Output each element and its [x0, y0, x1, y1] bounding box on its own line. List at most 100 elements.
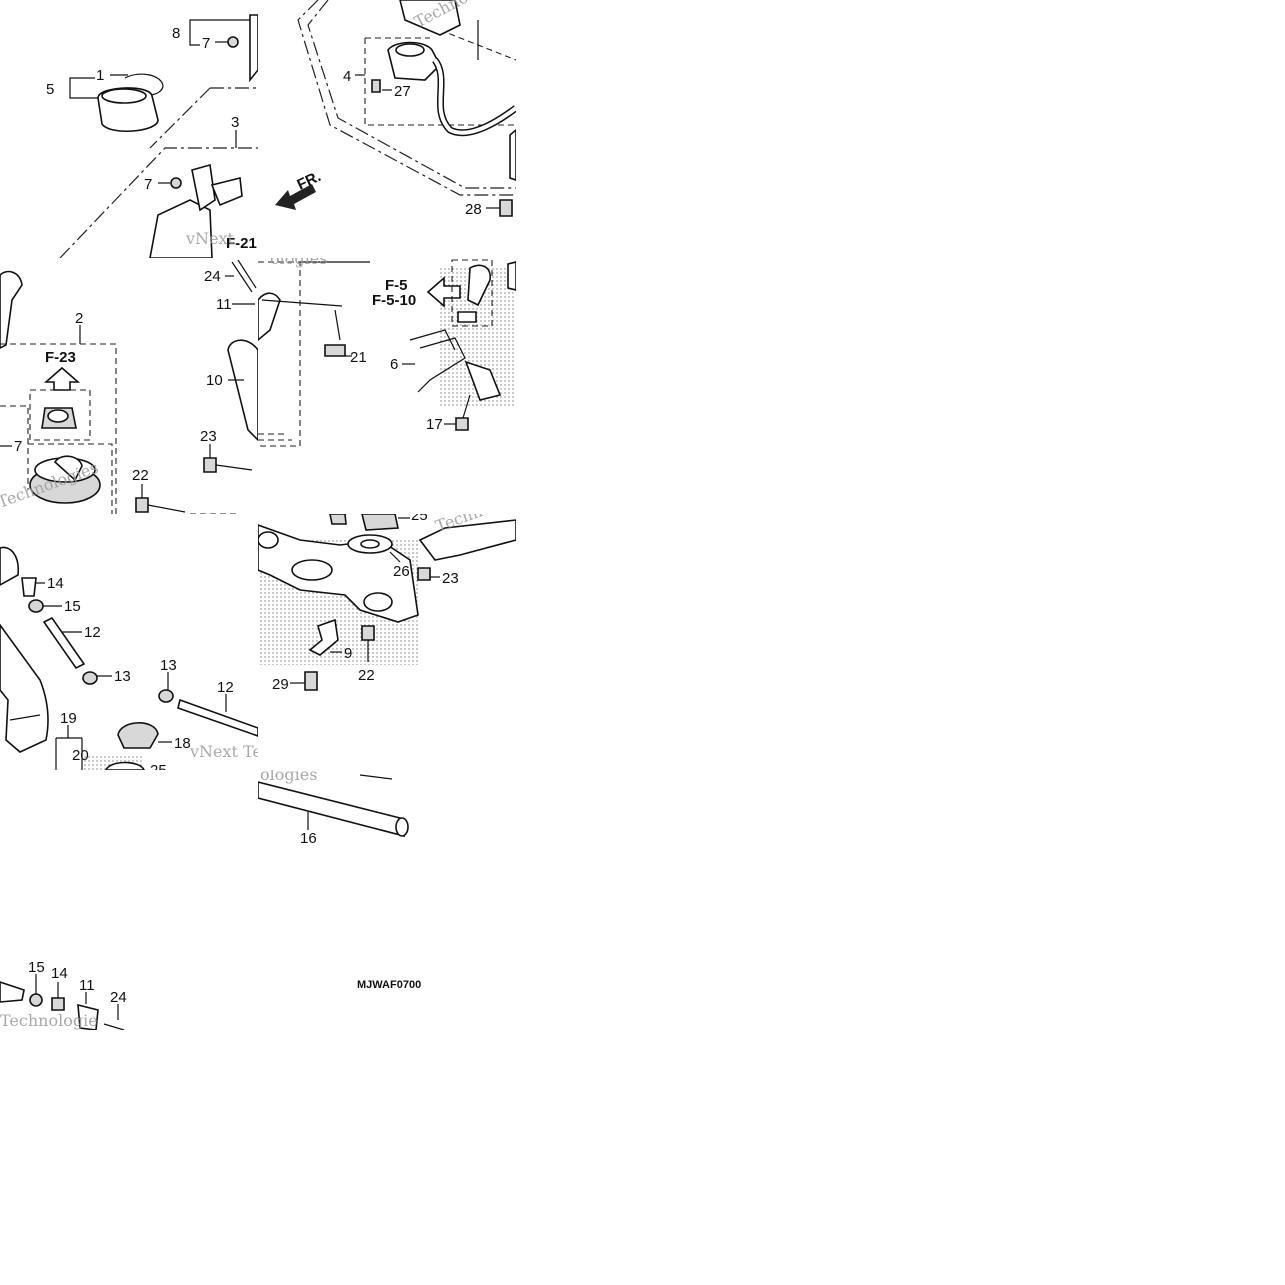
screw-part — [103, 1023, 125, 1030]
leader-line — [189, 19, 250, 46]
ref-f23: F-23 — [45, 349, 76, 366]
bracket-part — [308, 618, 339, 656]
dashed-boundary — [0, 405, 29, 490]
screw-part — [334, 309, 341, 341]
tile-7: 15 14 11 24 Technologie — [0, 959, 127, 1030]
front-arrow-icon — [275, 184, 316, 210]
tile-8: 16 ologies MJWAF0700 — [258, 765, 421, 991]
tile-2: FR. 4 27 28 Technolo — [275, 0, 516, 218]
bolt-part — [135, 497, 149, 513]
cable-part — [433, 58, 516, 135]
callout-11: 11 — [79, 977, 95, 994]
handlebar-part — [258, 781, 406, 838]
leader-line — [261, 299, 343, 307]
callout-15: 15 — [28, 959, 45, 976]
dashed-boundary — [307, 0, 516, 189]
bracket-part — [418, 519, 516, 561]
bolt-shaft — [147, 504, 186, 513]
callout-14: 14 — [51, 965, 68, 982]
callout-11: 11 — [216, 296, 232, 313]
watermark-fragment: ologies — [260, 765, 317, 784]
tile-4: 21 F-5 F-5-10 6 17 ologies — [258, 249, 516, 447]
nut-part — [158, 689, 174, 703]
bolt-head-part — [455, 417, 469, 431]
nut-hole — [101, 88, 147, 104]
fork-leg-part — [0, 623, 49, 753]
tile-1: 8 7 1 5 3 7 F-21 vNext — [46, 14, 258, 258]
left-arrow-icon — [426, 276, 461, 308]
shaft-part — [177, 698, 258, 737]
ref-f5: F-5 — [385, 277, 408, 294]
dashed-boundary — [149, 87, 211, 149]
callout-13: 13 — [114, 668, 131, 685]
dashed-boundary — [0, 343, 117, 514]
sensor-hole — [395, 43, 425, 57]
callout-26: 26 — [393, 563, 410, 580]
callout-7: 7 — [14, 438, 22, 455]
up-arrow-icon — [43, 366, 81, 391]
dashed-boundary — [451, 259, 493, 327]
bolt-part — [361, 625, 375, 641]
clamp-hole — [363, 592, 393, 612]
callout-23: 23 — [200, 428, 217, 445]
callout-22: 22 — [358, 667, 375, 684]
bolt-part — [371, 79, 381, 93]
callout-1: 1 — [96, 67, 104, 84]
grip-part — [0, 981, 25, 1003]
washer-hole — [360, 539, 380, 549]
cable-part — [431, 57, 516, 137]
callout-7: 7 — [144, 176, 152, 193]
clamp-hole — [291, 559, 333, 581]
bracket-part — [467, 264, 491, 307]
tile-3: 2 F-23 7 22 24 11 10 23 Technolog — [0, 259, 258, 514]
nut-part — [29, 993, 43, 1007]
screw-part — [359, 774, 393, 780]
callout-25: 25 — [411, 507, 428, 524]
fork-detail — [9, 714, 41, 721]
callout-24: 24 — [110, 989, 127, 1006]
bolt-shaft — [462, 394, 471, 419]
watermark-fragment: ologies — [270, 249, 327, 268]
screw-part — [231, 261, 253, 293]
dashed-boundary — [297, 0, 516, 196]
watermark-fragment: vNext — [185, 229, 235, 248]
callout-2: 2 — [75, 310, 83, 327]
callout-17: 17 — [426, 416, 443, 433]
shaft-part — [42, 616, 86, 670]
nut-part — [361, 514, 399, 531]
grip-part — [77, 1003, 99, 1030]
spacer-part — [51, 997, 65, 1011]
callout-18: 18 — [174, 735, 191, 752]
clip-part — [499, 199, 513, 217]
leader-line — [55, 725, 83, 770]
callout-22: 22 — [132, 467, 149, 484]
callout-13: 13 — [160, 657, 177, 674]
nut-part — [329, 514, 347, 525]
ref-fr: FR. — [295, 168, 324, 194]
bolt-part — [304, 671, 318, 691]
bolt-shaft — [215, 464, 253, 471]
screw-part — [237, 259, 257, 289]
nut-part — [82, 671, 98, 685]
spacer-part — [21, 577, 37, 597]
bracket-part — [464, 360, 502, 401]
callout-15: 15 — [64, 598, 81, 615]
callout-12: 12 — [84, 624, 101, 641]
tile-6: 26 25 23 9 22 29 Technolo — [258, 507, 516, 693]
fork-part — [0, 546, 20, 586]
watermark-fragment: vNext Te — [189, 742, 262, 761]
grip-end-part — [258, 292, 281, 342]
dashed-boundary — [258, 261, 301, 447]
callout-7: 7 — [202, 35, 210, 52]
callout-9: 9 — [344, 645, 352, 662]
callout-14: 14 — [47, 575, 64, 592]
bolt-part — [203, 457, 217, 473]
nut-part — [117, 722, 159, 749]
key-part — [210, 177, 243, 207]
connector-part — [509, 128, 516, 181]
watermark-fragment: Technologie — [0, 1011, 98, 1030]
grip-part — [227, 339, 258, 442]
leader-line — [69, 77, 98, 99]
callout-6: 6 — [390, 356, 398, 373]
